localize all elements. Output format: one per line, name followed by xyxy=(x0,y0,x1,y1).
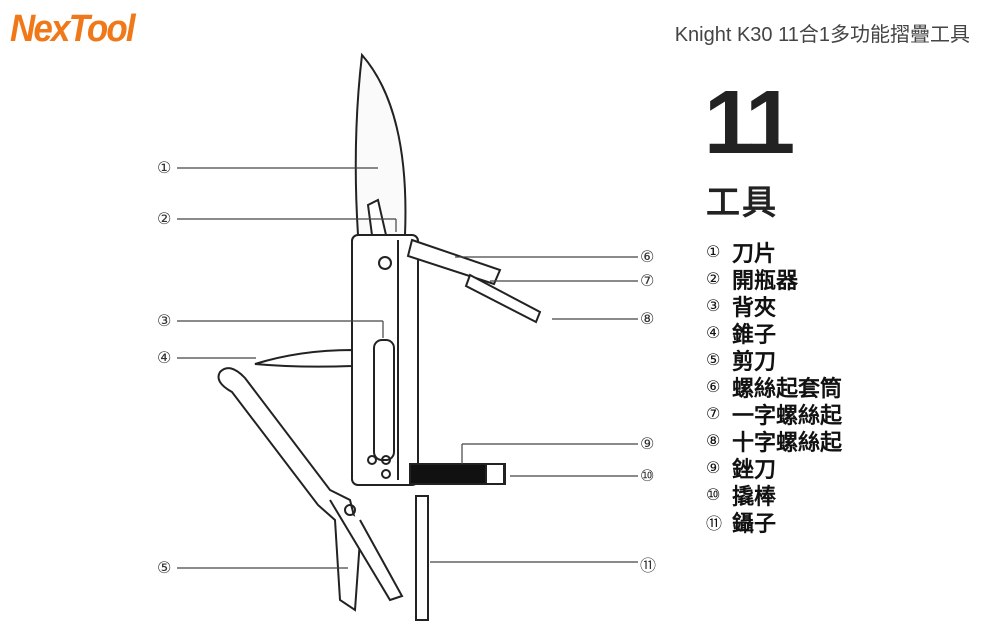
legend-label: 撬棒 xyxy=(732,484,777,510)
awl xyxy=(254,348,353,368)
tweezers xyxy=(415,495,429,621)
flat-screwdriver xyxy=(464,273,542,324)
legend-num: ⑤ xyxy=(706,350,721,369)
tool-count-label: 工具 xyxy=(706,183,778,223)
legend-item: ⑥ 螺絲起套筒 xyxy=(706,373,843,402)
scissors xyxy=(217,367,362,612)
legend-num: ⑥ xyxy=(706,377,721,396)
callout-4: ④ xyxy=(157,348,172,367)
legend-item: ③ 背夾 xyxy=(706,292,842,321)
legend-num: ⑨ xyxy=(706,458,721,477)
legend-label: 螺絲起套筒 xyxy=(732,376,843,402)
callout-10: ⑩ xyxy=(640,466,655,485)
callout-3: ③ xyxy=(157,311,172,330)
legend-label: 十字螺絲起 xyxy=(732,430,843,456)
legend-label: 錐子 xyxy=(732,322,777,348)
legend-num: ⑩ xyxy=(706,485,721,504)
callout-9: ⑨ xyxy=(640,434,655,453)
legend-num: ② xyxy=(706,269,721,288)
callout-11: ⑪ xyxy=(640,556,657,575)
legend-item: ⑩ 撬棒 xyxy=(706,481,842,510)
legend-num: ⑦ xyxy=(706,404,721,423)
legend-num: ⑧ xyxy=(706,431,721,450)
legend-label: 開瓶器 xyxy=(732,268,799,294)
callout-7: ⑦ xyxy=(640,271,655,290)
nextool-logo: NexTool xyxy=(10,8,136,50)
legend-num: ④ xyxy=(706,323,721,342)
legend-num: ③ xyxy=(706,296,721,315)
legend-label: 鑷子 xyxy=(732,511,777,537)
callout-8: ⑧ xyxy=(640,309,655,328)
legend-item: ④ 錐子 xyxy=(706,319,842,348)
legend-item: ② 開瓶器 xyxy=(706,265,842,294)
legend-item: ⑨ 銼刀 xyxy=(706,454,842,483)
tool-legend: ① 刀片 ② 開瓶器 ③ 背夾 ④ 錐子 ⑤ 剪刀 ⑥ 螺絲起套筒 ⑦ 一字螺絲起 ⑧ 十字螺絲… xyxy=(706,238,843,537)
legend-item: ⑤ 剪刀 xyxy=(706,346,842,375)
callout-2: ② xyxy=(157,209,172,228)
product-title: Knight K30 11合1多功能摺疊工具 xyxy=(674,24,970,46)
legend-item: ⑪ 鑷子 xyxy=(706,508,842,537)
legend-item: ① 刀片 xyxy=(706,238,842,267)
legend-item: ⑦ 一字螺絲起 xyxy=(706,400,843,429)
callout-5: ⑤ xyxy=(157,558,172,577)
callout-1: ① xyxy=(157,158,172,177)
legend-num: ⑪ xyxy=(706,513,723,533)
legend-num: ① xyxy=(706,242,721,261)
screwdriver-socket xyxy=(406,238,502,286)
legend-item: ⑧ 十字螺絲起 xyxy=(706,427,843,456)
legend-label: 銼刀 xyxy=(732,457,777,483)
legend-label: 一字螺絲起 xyxy=(732,403,843,429)
callout-6: ⑥ xyxy=(640,247,655,266)
legend-label: 剪刀 xyxy=(732,349,777,375)
legend-label: 背夾 xyxy=(732,295,777,321)
tool-count: 11 xyxy=(704,73,795,173)
legend-label: 刀片 xyxy=(732,241,777,267)
